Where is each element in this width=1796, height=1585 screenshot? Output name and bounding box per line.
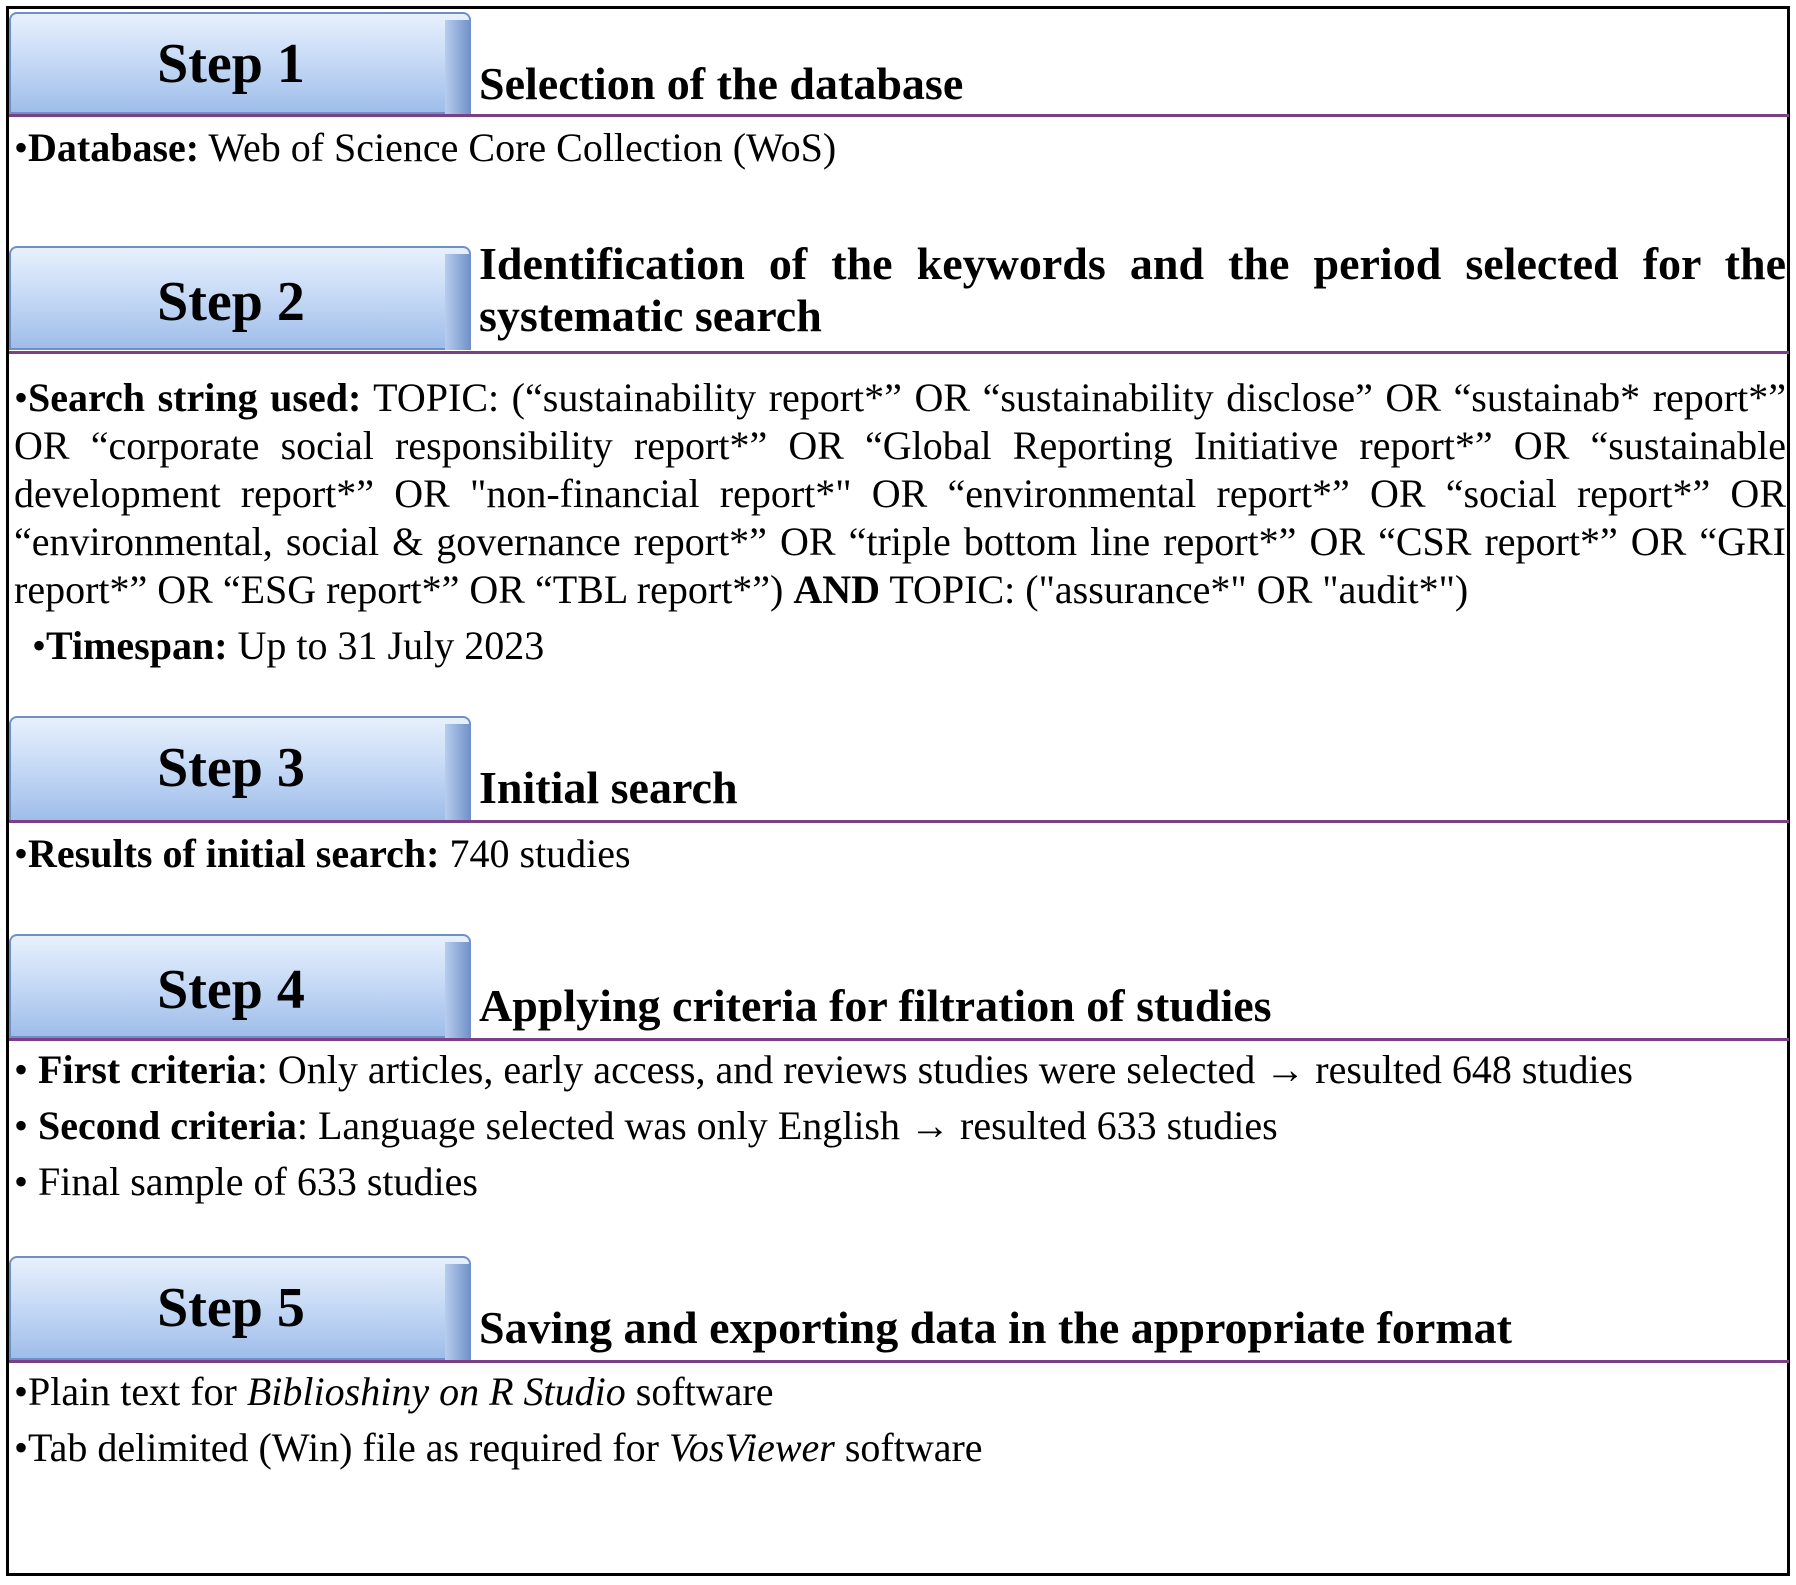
step-3-title: Initial search <box>479 762 738 813</box>
step-3-label: Step 3 <box>157 737 305 799</box>
item-text: 740 studies <box>439 831 631 876</box>
step-5-title: Saving and exporting data in the appropr… <box>479 1302 1512 1353</box>
step-2-rule <box>9 351 1789 354</box>
bullet: • <box>14 1369 29 1414</box>
step-4-rule <box>9 1038 1789 1041</box>
step-5-label: Step 5 <box>157 1277 305 1339</box>
item-bold-label: Second criteria <box>38 1103 297 1148</box>
item-text: Up to 31 July 2023 <box>227 623 545 668</box>
step-3-rule <box>9 820 1789 823</box>
bullet: • <box>14 1425 29 1470</box>
step-3-content: •Results of initial search: 740 studies <box>14 830 1786 878</box>
item-text-2: software <box>834 1425 983 1470</box>
list-item: • Second criteria: Language selected was… <box>14 1102 1786 1150</box>
list-item: •Database: Web of Science Core Collectio… <box>14 124 1786 172</box>
list-item: • First criteria: Only articles, early a… <box>14 1046 1786 1094</box>
bullet: • <box>32 623 47 668</box>
step-4-tab: Step 4 <box>9 934 471 1038</box>
bullet: • <box>14 375 29 420</box>
list-item: •Tab delimited (Win) file as required fo… <box>14 1424 1786 1472</box>
diagram-frame <box>6 6 1790 1576</box>
step-4-title: Applying criteria for filtration of stud… <box>479 980 1272 1031</box>
bullet: • <box>14 1159 29 1204</box>
list-item: •Plain text for Biblioshiny on R Studio … <box>14 1368 1786 1416</box>
item-bold-label: Database: <box>28 125 200 170</box>
item-text: Final sample of 633 studies <box>28 1159 478 1204</box>
step-1-label: Step 1 <box>157 33 305 95</box>
bullet: • <box>14 1047 29 1092</box>
item-italic-software: VosViewer <box>668 1425 835 1470</box>
item-text: Tab delimited (Win) file as required for <box>28 1425 669 1470</box>
step-1-title: Selection of the database <box>479 58 964 109</box>
step-5-content: •Plain text for Biblioshiny on R Studio … <box>14 1368 1786 1472</box>
item-bold-label: Results of initial search: <box>28 831 440 876</box>
item-bold-label: First criteria <box>38 1047 257 1092</box>
step-2-content: •Search string used: TOPIC: (“sustainabi… <box>14 374 1786 670</box>
step-2-title: Identification of the keywords and the p… <box>479 238 1786 341</box>
step-4-content: • First criteria: Only articles, early a… <box>14 1046 1786 1206</box>
step-1-tab: Step 1 <box>9 12 471 114</box>
item-text: : Only articles, early access, and revie… <box>256 1047 1633 1092</box>
item-text: Plain text for <box>28 1369 247 1414</box>
step-3-tab: Step 3 <box>9 716 471 822</box>
item-text-2: software <box>625 1369 774 1414</box>
item-italic-software: Biblioshiny on R Studio <box>246 1369 626 1414</box>
step-2-tab: Step 2 <box>9 246 471 350</box>
item-bold-label: Timespan: <box>46 623 228 668</box>
item-bold-label: Search string used: <box>28 375 362 420</box>
bullet: • <box>14 1103 29 1148</box>
bullet: • <box>14 125 29 170</box>
step-2-label: Step 2 <box>157 271 305 333</box>
list-item: •Timespan: Up to 31 July 2023 <box>14 622 1786 670</box>
step-4-label: Step 4 <box>157 959 305 1021</box>
list-item: • Final sample of 633 studies <box>14 1158 1786 1206</box>
bullet: • <box>14 831 29 876</box>
item-text-2: TOPIC: ("assurance*" OR "audit*") <box>880 567 1469 612</box>
step-5-tab: Step 5 <box>9 1256 471 1360</box>
list-item: •Search string used: TOPIC: (“sustainabi… <box>14 374 1786 614</box>
item-text: Web of Science Core Collection (WoS) <box>199 125 837 170</box>
step-1-content: •Database: Web of Science Core Collectio… <box>14 124 1786 172</box>
step-1-rule <box>9 114 1789 117</box>
item-text: : Language selected was only English → r… <box>296 1103 1278 1148</box>
list-item: •Results of initial search: 740 studies <box>14 830 1786 878</box>
item-bold-operator: AND <box>793 567 881 612</box>
step-5-rule <box>9 1360 1789 1363</box>
item-text: TOPIC: (“sustainability report*” OR “sus… <box>14 375 1786 612</box>
